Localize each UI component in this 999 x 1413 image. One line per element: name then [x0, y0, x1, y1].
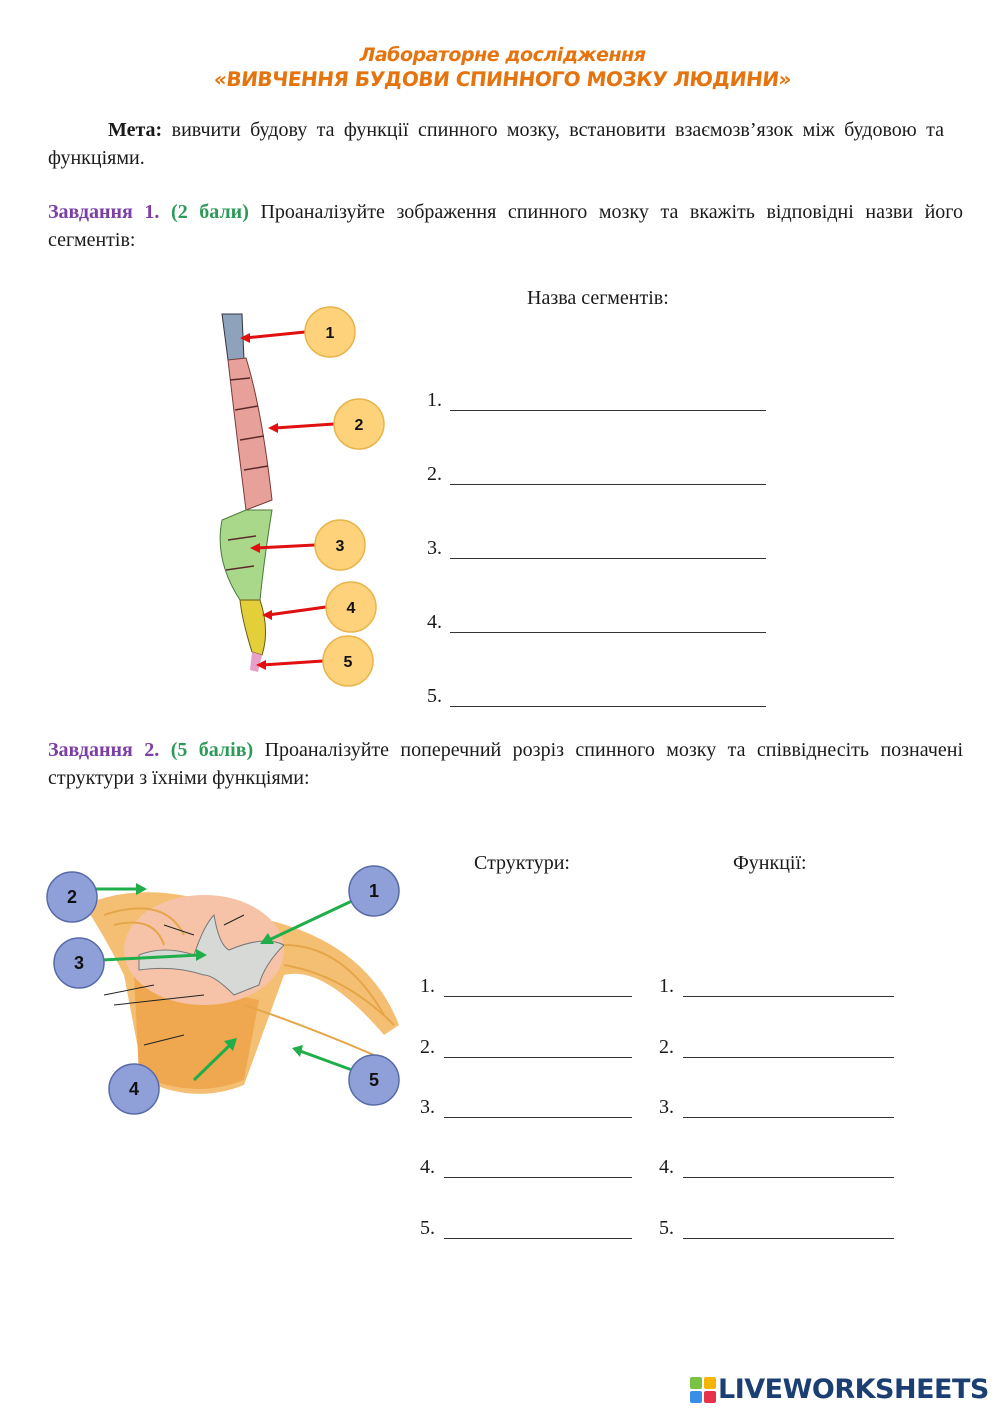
segment-answer-5[interactable]	[450, 706, 766, 707]
marker-label: 3	[336, 538, 345, 555]
answer-number: 2.	[427, 463, 442, 485]
function-answer-5[interactable]	[683, 1238, 894, 1239]
marker-circle	[322, 635, 374, 687]
lab-title: «ВИВЧЕННЯ БУДОВИ СПИННОГО МОЗКУ ЛЮДИНИ»	[212, 67, 793, 91]
function-number: 5.	[659, 1217, 674, 1239]
marker-label: 2	[67, 887, 77, 907]
cross-section-image	[84, 892, 399, 1094]
answer-number: 1.	[427, 389, 442, 411]
marker-label: 5	[344, 654, 353, 671]
task2-label: Завдання 2.	[48, 739, 160, 761]
segment-answer-2[interactable]	[450, 484, 766, 485]
structures-header: Структури:	[474, 852, 570, 874]
marker-label: 2	[355, 417, 364, 434]
marker-label: 1	[326, 325, 335, 342]
structure-number: 5.	[420, 1217, 435, 1239]
structure-answer-4[interactable]	[444, 1177, 632, 1178]
lab-subtitle: Лабораторне дослідження	[359, 44, 646, 66]
marker-circle	[46, 871, 98, 923]
function-answer-3[interactable]	[683, 1117, 894, 1118]
marker-circle	[348, 1054, 400, 1106]
structure-answer-1[interactable]	[444, 996, 632, 997]
segment-answer-4[interactable]	[450, 632, 766, 633]
marker-circle	[314, 519, 366, 571]
logo-text: LIVEWORKSHEETS	[718, 1374, 989, 1405]
marker-circle	[53, 937, 105, 989]
function-number: 2.	[659, 1036, 674, 1058]
answer-number: 3.	[427, 537, 442, 559]
structure-number: 2.	[420, 1036, 435, 1058]
goal-text: вивчити будову та функції спинного мозку…	[48, 119, 944, 169]
marker-circle	[333, 398, 385, 450]
function-answer-2[interactable]	[683, 1057, 894, 1058]
marker-circle	[304, 306, 356, 358]
marker-label: 3	[74, 953, 84, 973]
goal-label: Мета:	[108, 119, 163, 141]
spine-image	[219, 313, 273, 672]
structure-number: 1.	[420, 975, 435, 997]
task2-text: Проаналізуйте поперечний розріз спинного…	[48, 739, 964, 789]
answer-number: 5.	[427, 685, 442, 707]
live-blocks-icon	[690, 1376, 716, 1403]
segment-answer-1[interactable]	[450, 410, 766, 411]
spinal-cord-cross-section: 1 2 3 4 5	[46, 865, 400, 1115]
marker-label: 1	[369, 881, 379, 901]
functions-header: Функції:	[733, 852, 807, 874]
structure-number: 3.	[420, 1096, 435, 1118]
marker-circle	[108, 1063, 160, 1115]
segment-answer-3[interactable]	[450, 558, 766, 559]
task2-points: (5 балів)	[170, 739, 254, 761]
segments-header: Назва сегментів:	[527, 287, 669, 309]
structure-answer-2[interactable]	[444, 1057, 632, 1058]
answer-number: 4.	[427, 611, 442, 633]
function-answer-1[interactable]	[683, 996, 894, 997]
marker-label: 5	[369, 1070, 379, 1090]
structure-answer-3[interactable]	[444, 1117, 632, 1118]
marker-circle	[325, 581, 377, 633]
marker-label: 4	[129, 1079, 139, 1099]
function-number: 3.	[659, 1096, 674, 1118]
task1-text: Проаналізуйте зображення спинного мозку …	[48, 201, 963, 251]
structure-answer-5[interactable]	[444, 1238, 632, 1239]
liveworksheets-logo: LIVEWORKSHEETS	[690, 1374, 989, 1405]
function-number: 4.	[659, 1156, 674, 1178]
task2-paragraph: Завдання 2. (5 балів) Проаналізуйте попе…	[48, 736, 963, 792]
structure-number: 4.	[420, 1156, 435, 1178]
function-number: 1.	[659, 975, 674, 997]
function-answer-4[interactable]	[683, 1177, 894, 1178]
goal-paragraph: Мета: вивчити будову та функції спинного…	[48, 116, 944, 172]
spine-diagram: 1 2 3 4 5	[219, 306, 385, 687]
marker-label: 4	[347, 600, 356, 617]
task1-label: Завдання 1.	[48, 201, 160, 223]
task1-paragraph: Завдання 1. (2 бали) Проаналізуйте зобра…	[48, 198, 963, 254]
marker-circle	[348, 865, 400, 917]
task1-points: (2 бали)	[171, 201, 249, 223]
